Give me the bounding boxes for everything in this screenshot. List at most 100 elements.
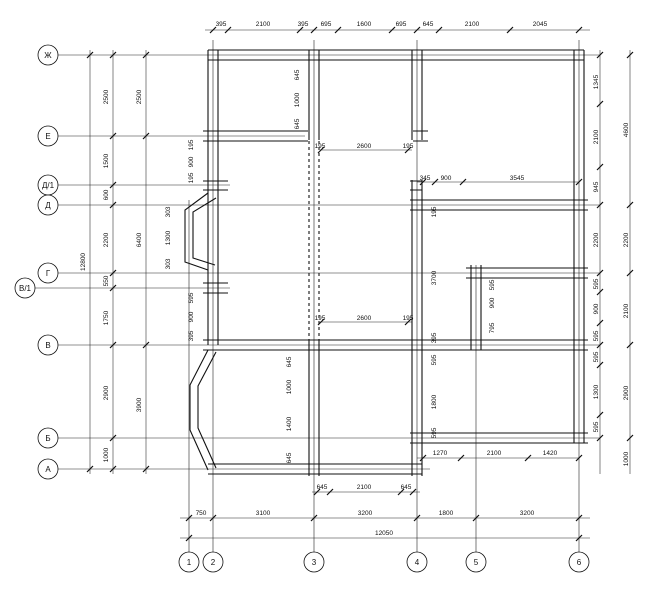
- dim-col2-low-3: 395: [188, 330, 195, 341]
- dim-right-outer-2: 2200: [623, 232, 630, 247]
- dim-col2-mid-2: 900: [188, 156, 195, 167]
- dim-col4-3: 395: [431, 332, 438, 343]
- dim-right-2: 2100: [593, 129, 600, 144]
- axis-label-4: 4: [415, 558, 420, 567]
- dim-bay-2: 1300: [165, 230, 172, 245]
- axis-label-e: Е: [45, 132, 50, 141]
- dim-bottom-total: 12050: [375, 530, 393, 537]
- dim-b-right: 1420: [543, 450, 558, 457]
- dim-v-left: 195: [315, 315, 326, 322]
- axis-label-1: 1: [187, 558, 192, 567]
- dim-right-9: 1300: [593, 384, 600, 399]
- dim-right-outer-3: 2100: [623, 303, 630, 318]
- dim-left-mid-2: 6400: [136, 232, 143, 247]
- dim-col3-low-1: 645: [286, 356, 293, 367]
- dim-top-3: 395: [298, 21, 309, 28]
- letter-axis-bubbles: Ж Е Д/1 Д Г В/1 В Б А: [14, 44, 59, 480]
- dim-bay-1: 303: [165, 206, 172, 217]
- dim-col3-low-4: 645: [286, 452, 293, 463]
- dim-door-2: 2100: [357, 484, 372, 491]
- dim-v-right: 195: [403, 315, 414, 322]
- axis-label-d: Д: [45, 201, 51, 210]
- dim-e-right: 195: [403, 143, 414, 150]
- dim-left-2: 1500: [103, 153, 110, 168]
- dim-bottom-4: 1800: [439, 510, 454, 517]
- dim-col2-top-1: 645: [294, 69, 301, 80]
- dim-right-3: 945: [593, 181, 600, 192]
- dim-top-7: 645: [423, 21, 434, 28]
- dim-v-span: 2600: [357, 315, 372, 322]
- axis-label-d1: Д/1: [42, 181, 55, 190]
- dim-right-8: 595: [593, 351, 600, 362]
- dim-right-7: 595: [593, 330, 600, 341]
- dim-top-1: 395: [216, 21, 227, 28]
- dim-door-3: 645: [401, 484, 412, 491]
- dim-left-mid-3: 3900: [136, 397, 143, 412]
- axis-label-5: 5: [474, 558, 479, 567]
- dim-right-4: 2200: [593, 232, 600, 247]
- dim-col5-3: 795: [489, 322, 496, 333]
- axis-label-3: 3: [312, 558, 317, 567]
- dim-d1-mid: 900: [441, 175, 452, 182]
- dim-left-mid-1: 2500: [136, 89, 143, 104]
- dim-e-span: 2600: [357, 143, 372, 150]
- dim-b-mid: 2100: [487, 450, 502, 457]
- interior-dimensions: 2600 195 195 2600 195 195 345 900 3545 1…: [165, 69, 583, 463]
- dim-col5-2: 900: [489, 297, 496, 308]
- dim-col2-low-2: 900: [188, 311, 195, 322]
- dim-d1-right: 3545: [510, 175, 525, 182]
- dim-b-left: 1270: [433, 450, 448, 457]
- dim-col4-2: 3700: [431, 270, 438, 285]
- dim-door-1: 645: [317, 484, 328, 491]
- dim-left-4: 2200: [103, 232, 110, 247]
- dim-right-outer-4: 2900: [623, 385, 630, 400]
- dim-left-3: 600: [103, 189, 110, 200]
- left-dimension-chains: 2500 1500 600 2200 550 1750 2900 1000 25…: [80, 50, 150, 474]
- dim-right-10: 595: [593, 421, 600, 432]
- dim-top-8: 2100: [465, 21, 480, 28]
- dim-col2-top-3: 645: [294, 118, 301, 129]
- bottom-dimension-chains: 645 2100 645 750 3100 3200 1800 3200 120…: [180, 484, 590, 542]
- horizontal-axis-lines: [35, 54, 600, 470]
- axis-label-6: 6: [577, 558, 582, 567]
- dim-right-1: 1345: [593, 74, 600, 89]
- dim-col2-low-1: 595: [188, 292, 195, 303]
- dim-col4-4: 595: [431, 354, 438, 365]
- dim-bay-3: 303: [165, 258, 172, 269]
- dim-bottom-1: 750: [196, 510, 207, 517]
- dim-col4-5: 1800: [431, 394, 438, 409]
- dim-col2-mid-3: 195: [188, 172, 195, 183]
- vertical-axis-lines: [188, 40, 580, 552]
- right-dimension-chains: 1345 2100 945 2200 595 900 595 595 1300 …: [593, 50, 634, 474]
- dim-col4-6: 595: [431, 427, 438, 438]
- dim-top-2: 2100: [256, 21, 271, 28]
- dim-left-7: 2900: [103, 385, 110, 400]
- axis-label-a: А: [45, 465, 51, 474]
- dim-col2-top-2: 1000: [294, 92, 301, 107]
- dim-left-1: 2500: [103, 89, 110, 104]
- dim-left-6: 1750: [103, 310, 110, 325]
- dim-d1-left: 345: [420, 175, 431, 182]
- number-axis-bubbles: 1 2 3 4 5 6: [178, 551, 590, 573]
- dim-bottom-5: 3200: [520, 510, 535, 517]
- dim-top-9: 2045: [533, 21, 548, 28]
- dim-top-4: 695: [321, 21, 332, 28]
- axis-label-v1: В/1: [19, 284, 32, 293]
- dim-left-5: 550: [103, 275, 110, 286]
- dim-bottom-2: 3100: [256, 510, 271, 517]
- dim-left-8: 1000: [103, 447, 110, 462]
- dim-col4-1: 195: [431, 206, 438, 217]
- dim-col2-mid-1: 195: [188, 139, 195, 150]
- dim-col5-1: 595: [489, 279, 496, 290]
- top-dimension-chain: 395 2100 395 695 1600 695 645 2100 2045: [205, 21, 590, 34]
- axis-label-v: В: [45, 341, 50, 350]
- axis-label-zh: Ж: [44, 51, 52, 60]
- dim-right-outer-1: 4600: [623, 122, 630, 137]
- dim-top-5: 1600: [357, 21, 372, 28]
- axis-label-2: 2: [211, 558, 216, 567]
- axis-label-g: Г: [46, 269, 51, 278]
- dim-top-6: 695: [396, 21, 407, 28]
- dim-right-6: 900: [593, 303, 600, 314]
- dim-e-left: 195: [315, 143, 326, 150]
